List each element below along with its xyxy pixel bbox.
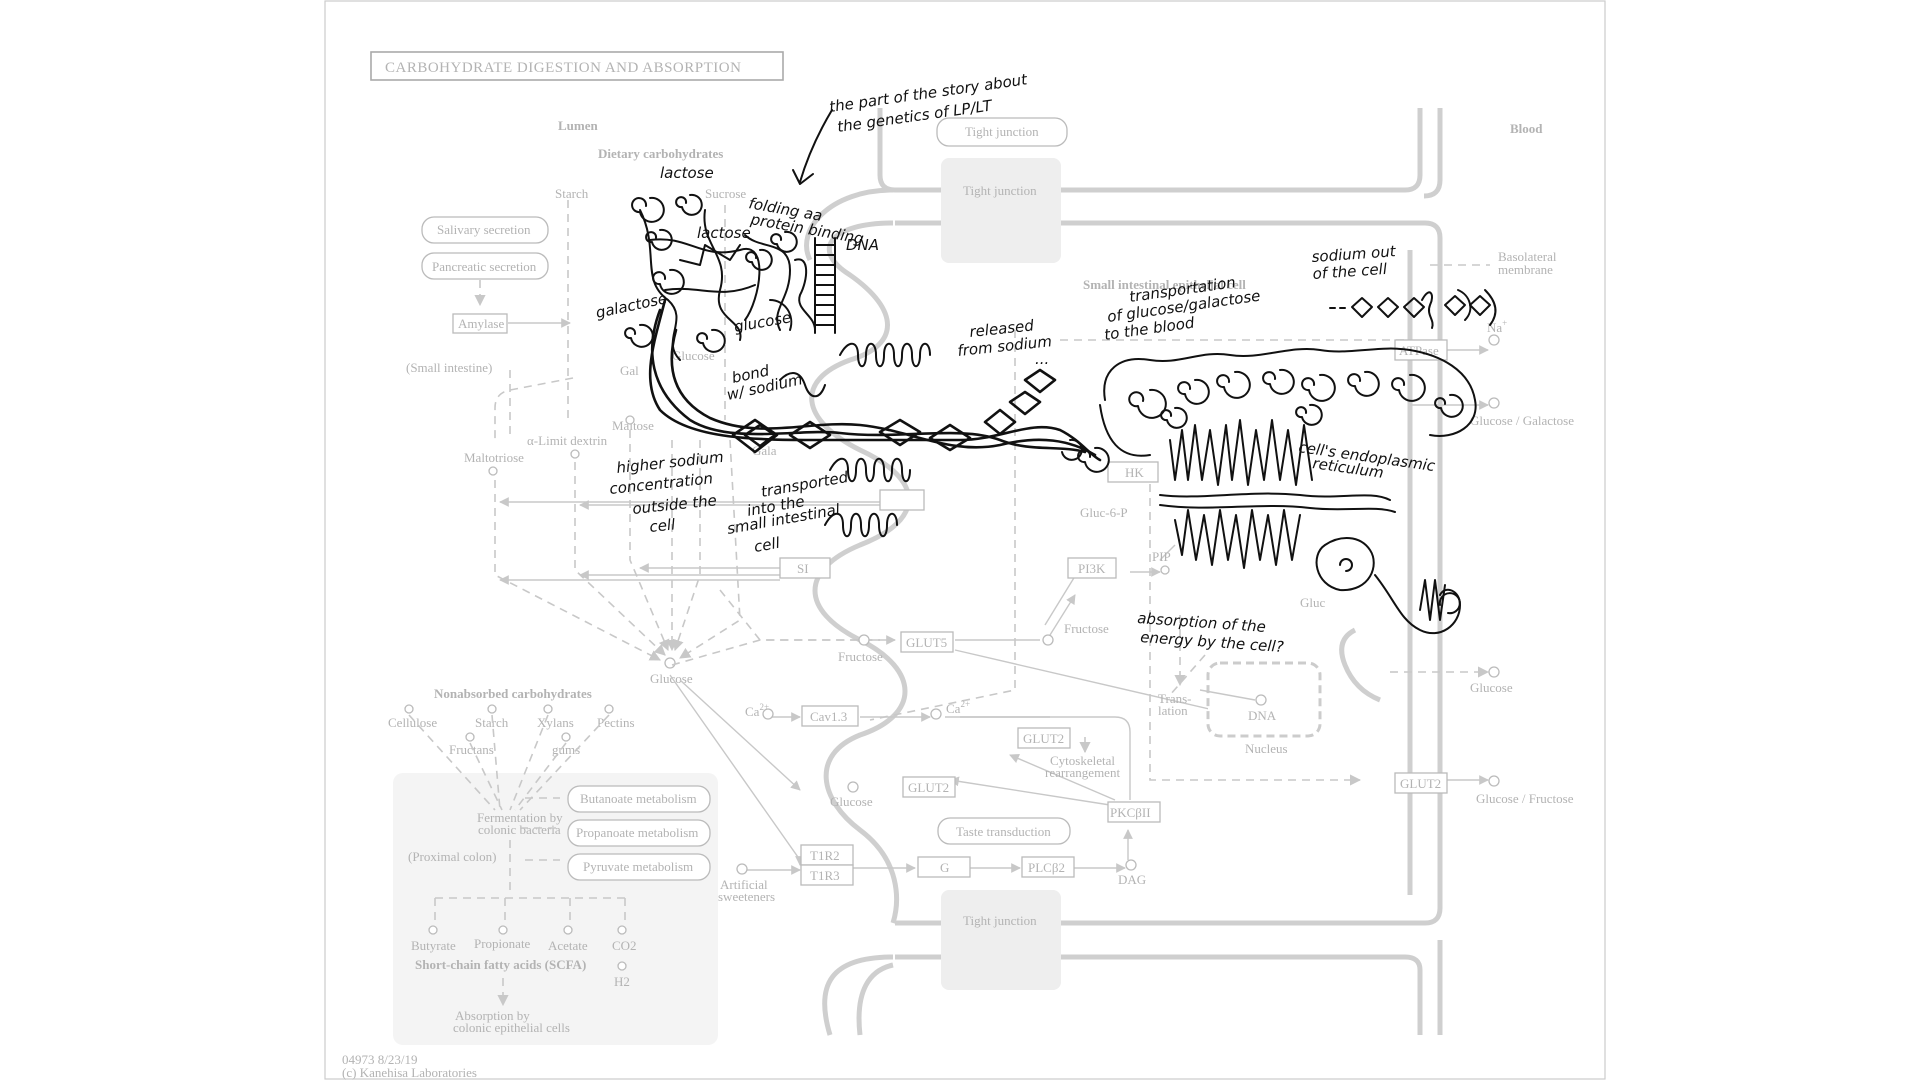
propionate-label: Propionate bbox=[474, 936, 531, 951]
note-lactose-mid: lactose bbox=[697, 224, 751, 242]
g-box: G bbox=[940, 860, 949, 875]
absorption-label-1: Absorption by bbox=[455, 1008, 530, 1023]
t1r3-box: T1R3 bbox=[810, 868, 840, 883]
h2-label: H2 bbox=[614, 974, 630, 989]
cav13-box: Cav1.3 bbox=[810, 709, 847, 724]
pancreatic-secretion: Pancreatic secretion bbox=[432, 259, 537, 274]
starch-label: Starch bbox=[555, 186, 589, 201]
tight-junctions: Tight junction Tight junction Tight junc… bbox=[936, 117, 1068, 990]
pectins-label: Pectins bbox=[597, 715, 635, 730]
epithelial-cell-label: Small intestinal epithelial cell bbox=[1083, 277, 1246, 292]
gluc6p-label: Gluc-6-P bbox=[1080, 505, 1128, 520]
fermentation-label-2: colonic bacteria bbox=[478, 822, 561, 837]
pi3k-box: PI3K bbox=[1078, 561, 1106, 576]
blood-glucose-fructose: Glucose / Fructose bbox=[1476, 791, 1574, 806]
absorption-label-2: colonic epithelial cells bbox=[453, 1020, 570, 1035]
plcb2-box: PLCβ2 bbox=[1028, 860, 1065, 875]
salivary-secretion: Salivary secretion bbox=[437, 222, 531, 237]
nucleus-label: Nucleus bbox=[1245, 741, 1288, 756]
cytoskeletal-label-1: Cytoskeletal bbox=[1050, 753, 1115, 768]
translation-label-1: Trans- bbox=[1158, 691, 1191, 706]
cellulose-label: Cellulose bbox=[388, 715, 437, 730]
glut2-baso-box: GLUT2 bbox=[1400, 776, 1441, 791]
footer-id: 04973 8/23/19 bbox=[342, 1052, 417, 1067]
proximal-colon-label: (Proximal colon) bbox=[408, 849, 496, 864]
footer-copyright: (c) Kanehisa Laboratories bbox=[342, 1065, 477, 1080]
maltose-label: Maltose bbox=[612, 418, 654, 433]
gums-label: gums bbox=[552, 742, 580, 757]
blood-glucose: Glucose bbox=[1470, 680, 1513, 695]
fructose-cell-label: Fructose bbox=[1064, 621, 1109, 636]
secretions: Salivary secretion Pancreatic secretion … bbox=[421, 216, 571, 334]
ink-drawing bbox=[624, 109, 1497, 635]
glut5-box: GLUT5 bbox=[906, 635, 947, 650]
small-intestine-label: (Small intestine) bbox=[406, 360, 492, 375]
taste-transduction: Taste transduction bbox=[956, 824, 1051, 839]
alpha-limit-dextrin: α-Limit dextrin bbox=[527, 433, 608, 448]
amylase-box: Amylase bbox=[458, 316, 504, 331]
title-box bbox=[370, 51, 784, 81]
scfa-label: Short-chain fatty acids (SCFA) bbox=[415, 957, 586, 972]
pkcb-box: PKCβII bbox=[1110, 805, 1151, 820]
glucose-mid-label: Glucose bbox=[650, 671, 693, 686]
sucrose-label: Sucrose bbox=[705, 186, 746, 201]
fermentation-label-1: Fermentation by bbox=[477, 810, 563, 825]
note-dna: DNA bbox=[846, 236, 879, 254]
gala-partial-label: Gala bbox=[752, 443, 777, 458]
tight-junction-label-1: Tight junction bbox=[965, 124, 1039, 139]
cell-pathways bbox=[669, 330, 1490, 875]
maltotriose-label: Maltotriose bbox=[464, 450, 524, 465]
si-box: SI bbox=[797, 561, 809, 576]
ca-cell-label: Ca2+ bbox=[946, 699, 970, 716]
hk-box: HK bbox=[1125, 465, 1144, 480]
acetate-label: Acetate bbox=[548, 938, 588, 953]
glut2-cyto-box: GLUT2 bbox=[1023, 731, 1064, 746]
xylans-label: Xylans bbox=[537, 715, 574, 730]
artificial-label-2: sweeteners bbox=[718, 889, 775, 904]
dag-label: DAG bbox=[1118, 872, 1146, 887]
glucose-apical-label: Glucose bbox=[830, 794, 873, 809]
butyrate-label: Butyrate bbox=[411, 938, 456, 953]
pyruvate-metabolism: Pyruvate metabolism bbox=[583, 859, 693, 874]
fermentation-lines bbox=[408, 714, 610, 811]
nonabsorbed-heading: Nonabsorbed carbohydrates bbox=[434, 686, 592, 701]
note-sodium-1: sodium out bbox=[1311, 242, 1397, 266]
gluc-label: Gluc bbox=[1300, 595, 1326, 610]
dietary-carbohydrates: Dietary carbohydrates bbox=[598, 146, 723, 161]
translation-label-2: lation bbox=[1158, 703, 1188, 718]
artificial-label-1: Artificial bbox=[720, 877, 768, 892]
galactose-label: Gal bbox=[620, 363, 639, 378]
note-higher-4: cell bbox=[649, 515, 677, 536]
dna-label: DNA bbox=[1248, 708, 1277, 723]
lumen-label: Lumen bbox=[558, 118, 599, 133]
glucose-top-label: Glucose bbox=[672, 348, 715, 363]
note-transported-4: cell bbox=[753, 534, 782, 556]
ca-label: Ca2+ bbox=[745, 702, 769, 719]
fructans-label: Fructans bbox=[449, 742, 494, 757]
basolateral-label-1: Basolateral bbox=[1498, 249, 1557, 264]
co2-label: CO2 bbox=[612, 938, 637, 953]
glut2-apical-box: GLUT2 bbox=[908, 780, 949, 795]
note-lactose-top: lactose bbox=[660, 164, 714, 182]
tight-junction-label-2: Tight junction bbox=[963, 183, 1037, 198]
cytoskeletal-label-2: rearrangement bbox=[1045, 765, 1120, 780]
t1r2-box: T1R2 bbox=[810, 848, 840, 863]
blood-label: Blood bbox=[1510, 121, 1543, 136]
page-title: CARBOHYDRATE DIGESTION AND ABSORPTION bbox=[385, 60, 741, 76]
note-released-3: ... bbox=[1035, 350, 1049, 368]
fructose-in-label: Fructose bbox=[838, 649, 883, 664]
butanoate-metabolism: Butanoate metabolism bbox=[580, 791, 697, 806]
note-sodium-2: of the cell bbox=[1312, 260, 1388, 283]
basolateral-label-2: membrane bbox=[1498, 262, 1553, 277]
blood-glucose-galactose: Glucose / Galactose bbox=[1470, 413, 1574, 428]
pip-label: PIP bbox=[1152, 549, 1171, 564]
propanoate-metabolism: Propanoate metabolism bbox=[576, 825, 698, 840]
tight-junction-label-3: Tight junction bbox=[963, 913, 1037, 928]
